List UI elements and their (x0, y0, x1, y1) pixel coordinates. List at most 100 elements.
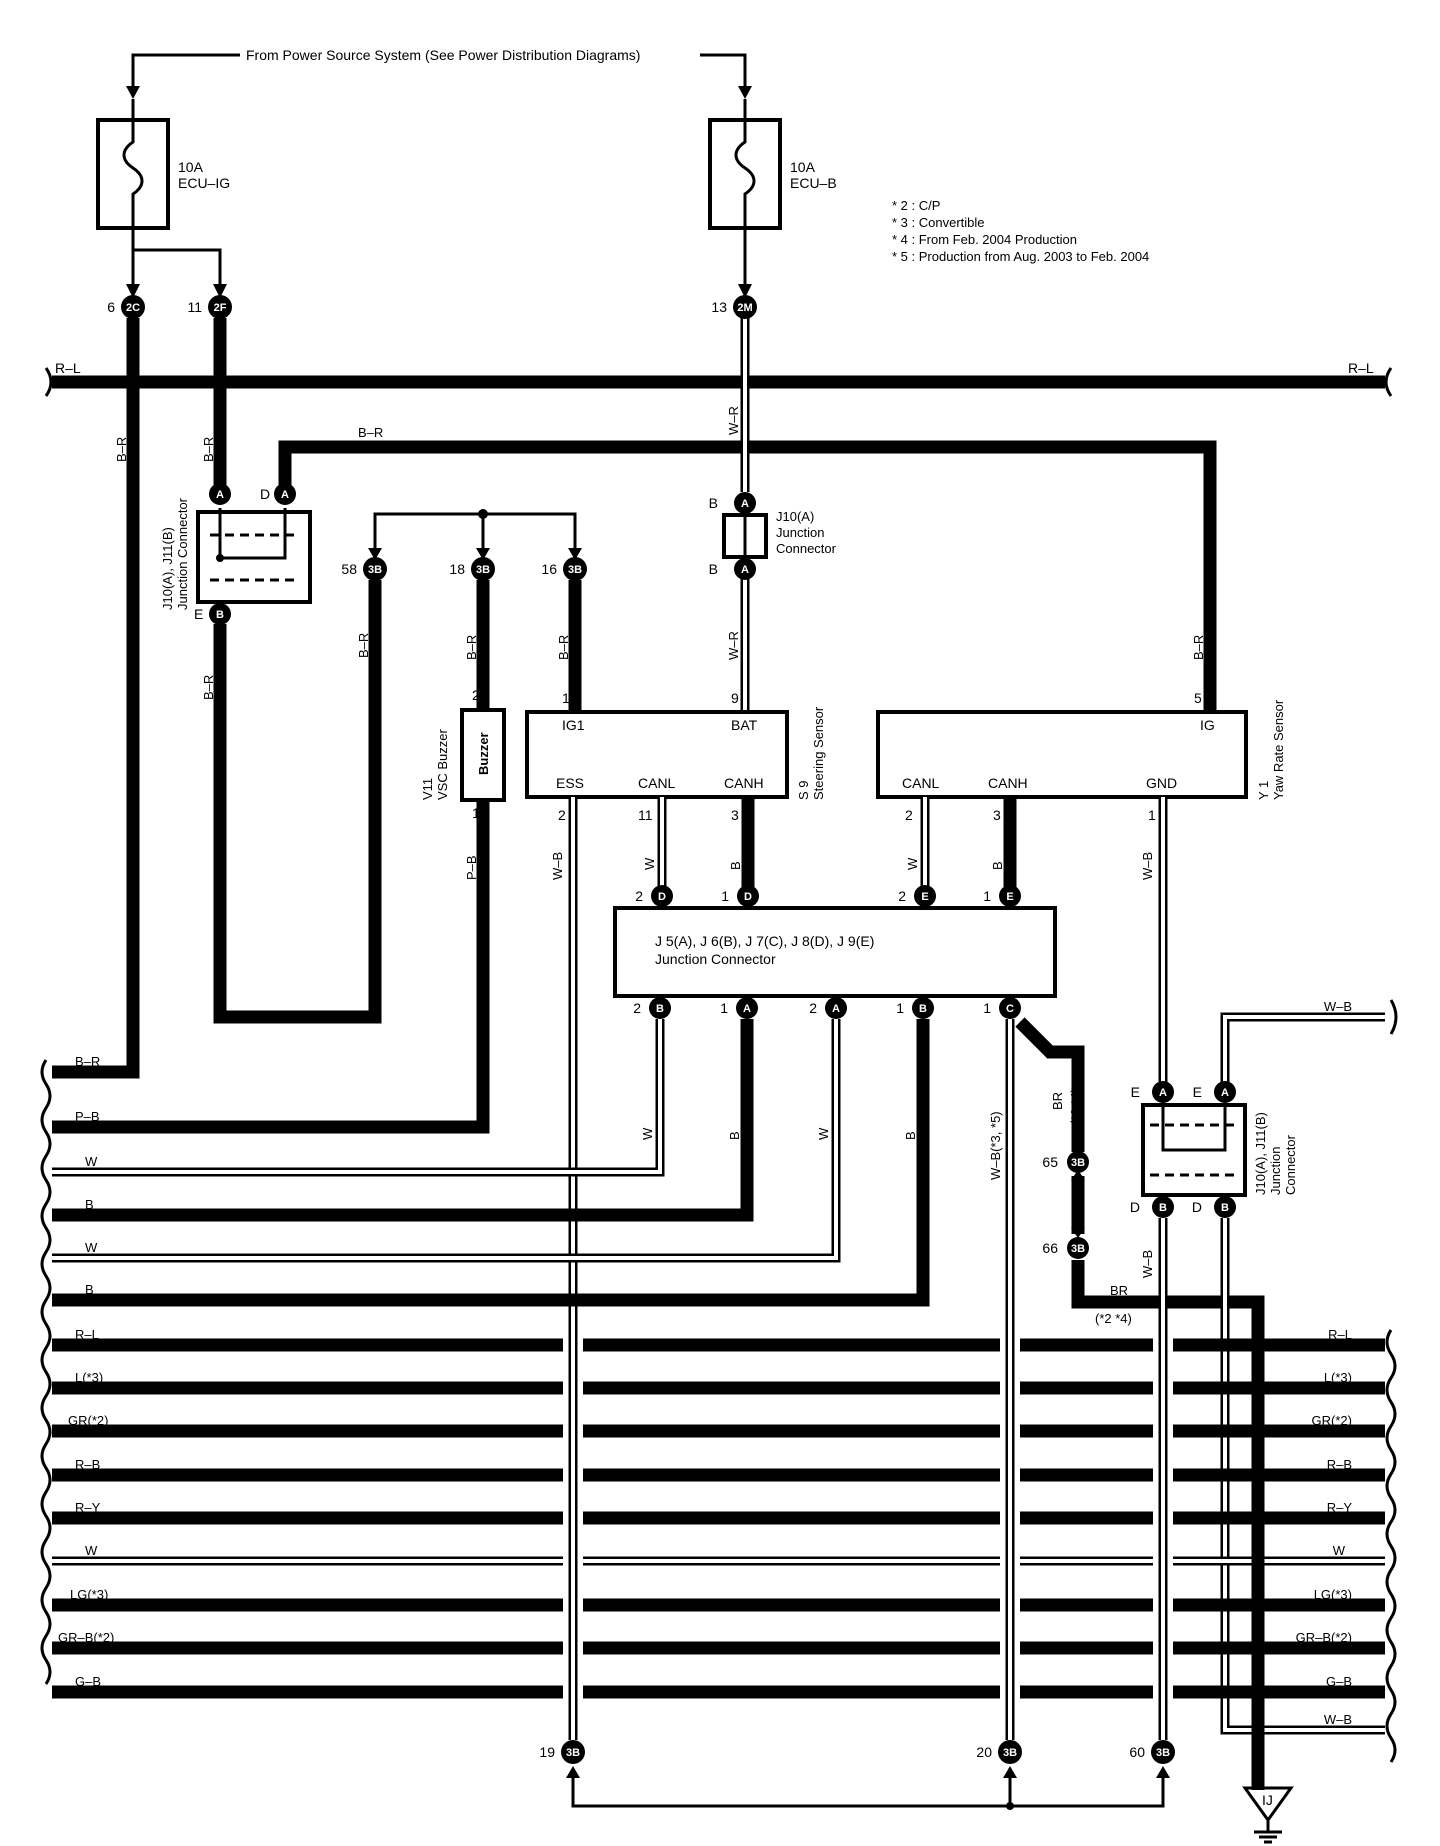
svg-text:A: A (741, 498, 749, 510)
svg-text:GR(*2): GR(*2) (68, 1413, 108, 1428)
note: * 4 : From Feb. 2004 Production (892, 232, 1077, 247)
bus-wires (52, 1338, 1385, 1699)
svg-text:J 5(A), J 6(B), J 7(C), J 8(D): J 5(A), J 6(B), J 7(C), J 8(D), J 9(E) (655, 933, 874, 949)
svg-text:CANH: CANH (724, 775, 764, 791)
power-feed-line: From Power Source System (See Power Dist… (126, 47, 752, 99)
fuse-amp: 10A (178, 159, 204, 175)
svg-text:CANL: CANL (638, 775, 676, 791)
svg-text:B–R: B–R (464, 635, 479, 660)
svg-text:1: 1 (983, 888, 991, 904)
svg-text:W–B: W–B (550, 852, 565, 880)
connector-66: 3B 66 (1042, 1237, 1089, 1259)
svg-text:3B: 3B (568, 564, 582, 576)
svg-text:J10(A), J11(B): J10(A), J11(B) (1253, 1112, 1268, 1195)
svg-text:E: E (1131, 1084, 1140, 1100)
svg-text:B–R: B–R (556, 635, 571, 660)
svg-text:BR: BR (1050, 1092, 1065, 1110)
svg-text:D: D (1192, 1199, 1202, 1215)
svg-text:S 9: S 9 (796, 780, 811, 800)
svg-text:R–L: R–L (55, 360, 81, 376)
svg-text:Steering Sensor: Steering Sensor (811, 706, 826, 800)
junction-connector-right: A E A E B D B D J10(A), J11(B) Junction … (1130, 1012, 1385, 1218)
svg-text:IG1: IG1 (562, 717, 585, 733)
svg-text:A: A (216, 489, 224, 501)
svg-text:W–R: W–R (726, 406, 741, 435)
svg-text:P–B: P–B (75, 1109, 100, 1124)
svg-text:1: 1 (1148, 807, 1156, 823)
connector-2m: 2M 13 (711, 295, 757, 319)
svg-text:D: D (658, 891, 666, 903)
connector-2f: 2F 11 (187, 295, 232, 319)
svg-text:19: 19 (539, 1744, 555, 1760)
svg-text:J10(A), J11(B): J10(A), J11(B) (160, 527, 175, 610)
svg-text:BR: BR (1110, 1283, 1128, 1298)
svg-text:3B: 3B (1071, 1157, 1085, 1169)
svg-text:65: 65 (1042, 1154, 1058, 1170)
notes: * 2 : C/P * 3 : Convertible * 4 : From F… (892, 198, 1149, 264)
svg-text:CANH: CANH (988, 775, 1028, 791)
fuse-amp: 10A (790, 159, 816, 175)
wire-rl-top: R–L R–L (44, 360, 1393, 397)
wire-fuse-split (131, 228, 222, 290)
svg-text:J10(A): J10(A) (776, 509, 814, 524)
svg-text:G–B: G–B (1326, 1674, 1352, 1689)
svg-text:(*2 *4): (*2 *4) (1068, 1088, 1083, 1125)
connector-16: 3B 16 (541, 557, 587, 581)
svg-text:2: 2 (633, 1000, 641, 1016)
svg-text:D: D (260, 486, 270, 502)
svg-text:E: E (194, 606, 203, 622)
svg-text:2: 2 (898, 888, 906, 904)
vsc-buzzer: Buzzer 2 1 V11 VSC Buzzer (420, 687, 506, 821)
svg-text:W: W (85, 1154, 98, 1169)
svg-text:B: B (727, 1131, 742, 1140)
svg-text:2F: 2F (214, 302, 227, 314)
svg-text:Buzzer: Buzzer (476, 732, 491, 775)
svg-text:2: 2 (635, 888, 643, 904)
svg-text:11: 11 (638, 807, 653, 823)
svg-text:R–B: R–B (75, 1457, 100, 1472)
svg-text:B–R: B–R (356, 633, 371, 658)
svg-text:LG(*3): LG(*3) (70, 1587, 108, 1602)
svg-text:B–R: B–R (201, 675, 216, 700)
svg-text:R–Y: R–Y (1327, 1500, 1353, 1515)
svg-text:3: 3 (731, 807, 739, 823)
svg-text:GND: GND (1146, 775, 1177, 791)
svg-text:Junction Connector: Junction Connector (175, 497, 190, 610)
svg-text:B: B (709, 561, 718, 577)
svg-text:B–R: B–R (1191, 635, 1206, 660)
svg-text:D: D (1130, 1199, 1140, 1215)
svg-text:P–B: P–B (464, 855, 479, 880)
svg-text:16: 16 (541, 561, 557, 577)
svg-text:5: 5 (1194, 690, 1202, 706)
svg-text:Junction Connector: Junction Connector (655, 951, 776, 967)
svg-text:GR(*2): GR(*2) (1312, 1413, 1352, 1428)
fuse-ecu-ig: 10A ECU–IG (96, 99, 230, 230)
svg-text:Junction: Junction (1268, 1147, 1283, 1195)
svg-text:3B: 3B (476, 564, 490, 576)
svg-text:R–Y: R–Y (75, 1500, 101, 1515)
svg-text:E: E (1193, 1084, 1202, 1100)
svg-text:W–B: W–B (1324, 999, 1352, 1014)
svg-text:B: B (1221, 1202, 1229, 1214)
svg-text:11: 11 (187, 299, 202, 315)
connector-2c: 2C 6 (107, 295, 145, 319)
svg-text:2M: 2M (737, 302, 752, 314)
svg-text:ESS: ESS (556, 775, 584, 791)
svg-text:L(*3): L(*3) (75, 1370, 103, 1385)
svg-text:V11: V11 (420, 778, 435, 800)
svg-text:B: B (1159, 1202, 1167, 1214)
svg-text:CANL: CANL (902, 775, 940, 791)
ground-ij: IJ (1242, 1786, 1294, 1844)
svg-text:G–B: G–B (75, 1674, 101, 1689)
note: * 2 : C/P (892, 198, 940, 213)
svg-text:66: 66 (1042, 1240, 1058, 1256)
svg-text:2: 2 (558, 807, 566, 823)
svg-text:R–L: R–L (75, 1327, 99, 1342)
wire-bottom-tie (571, 1772, 1165, 1808)
steering-sensor: IG1 BAT ESS CANL CANH 1 9 2 11 3 S 9 Ste… (525, 690, 826, 823)
svg-text:13: 13 (711, 299, 727, 315)
can-wires-upper (657, 797, 1017, 896)
svg-text:R–B: R–B (1327, 1457, 1352, 1472)
right-edge-break (1385, 999, 1398, 1763)
svg-text:B: B (216, 609, 224, 621)
